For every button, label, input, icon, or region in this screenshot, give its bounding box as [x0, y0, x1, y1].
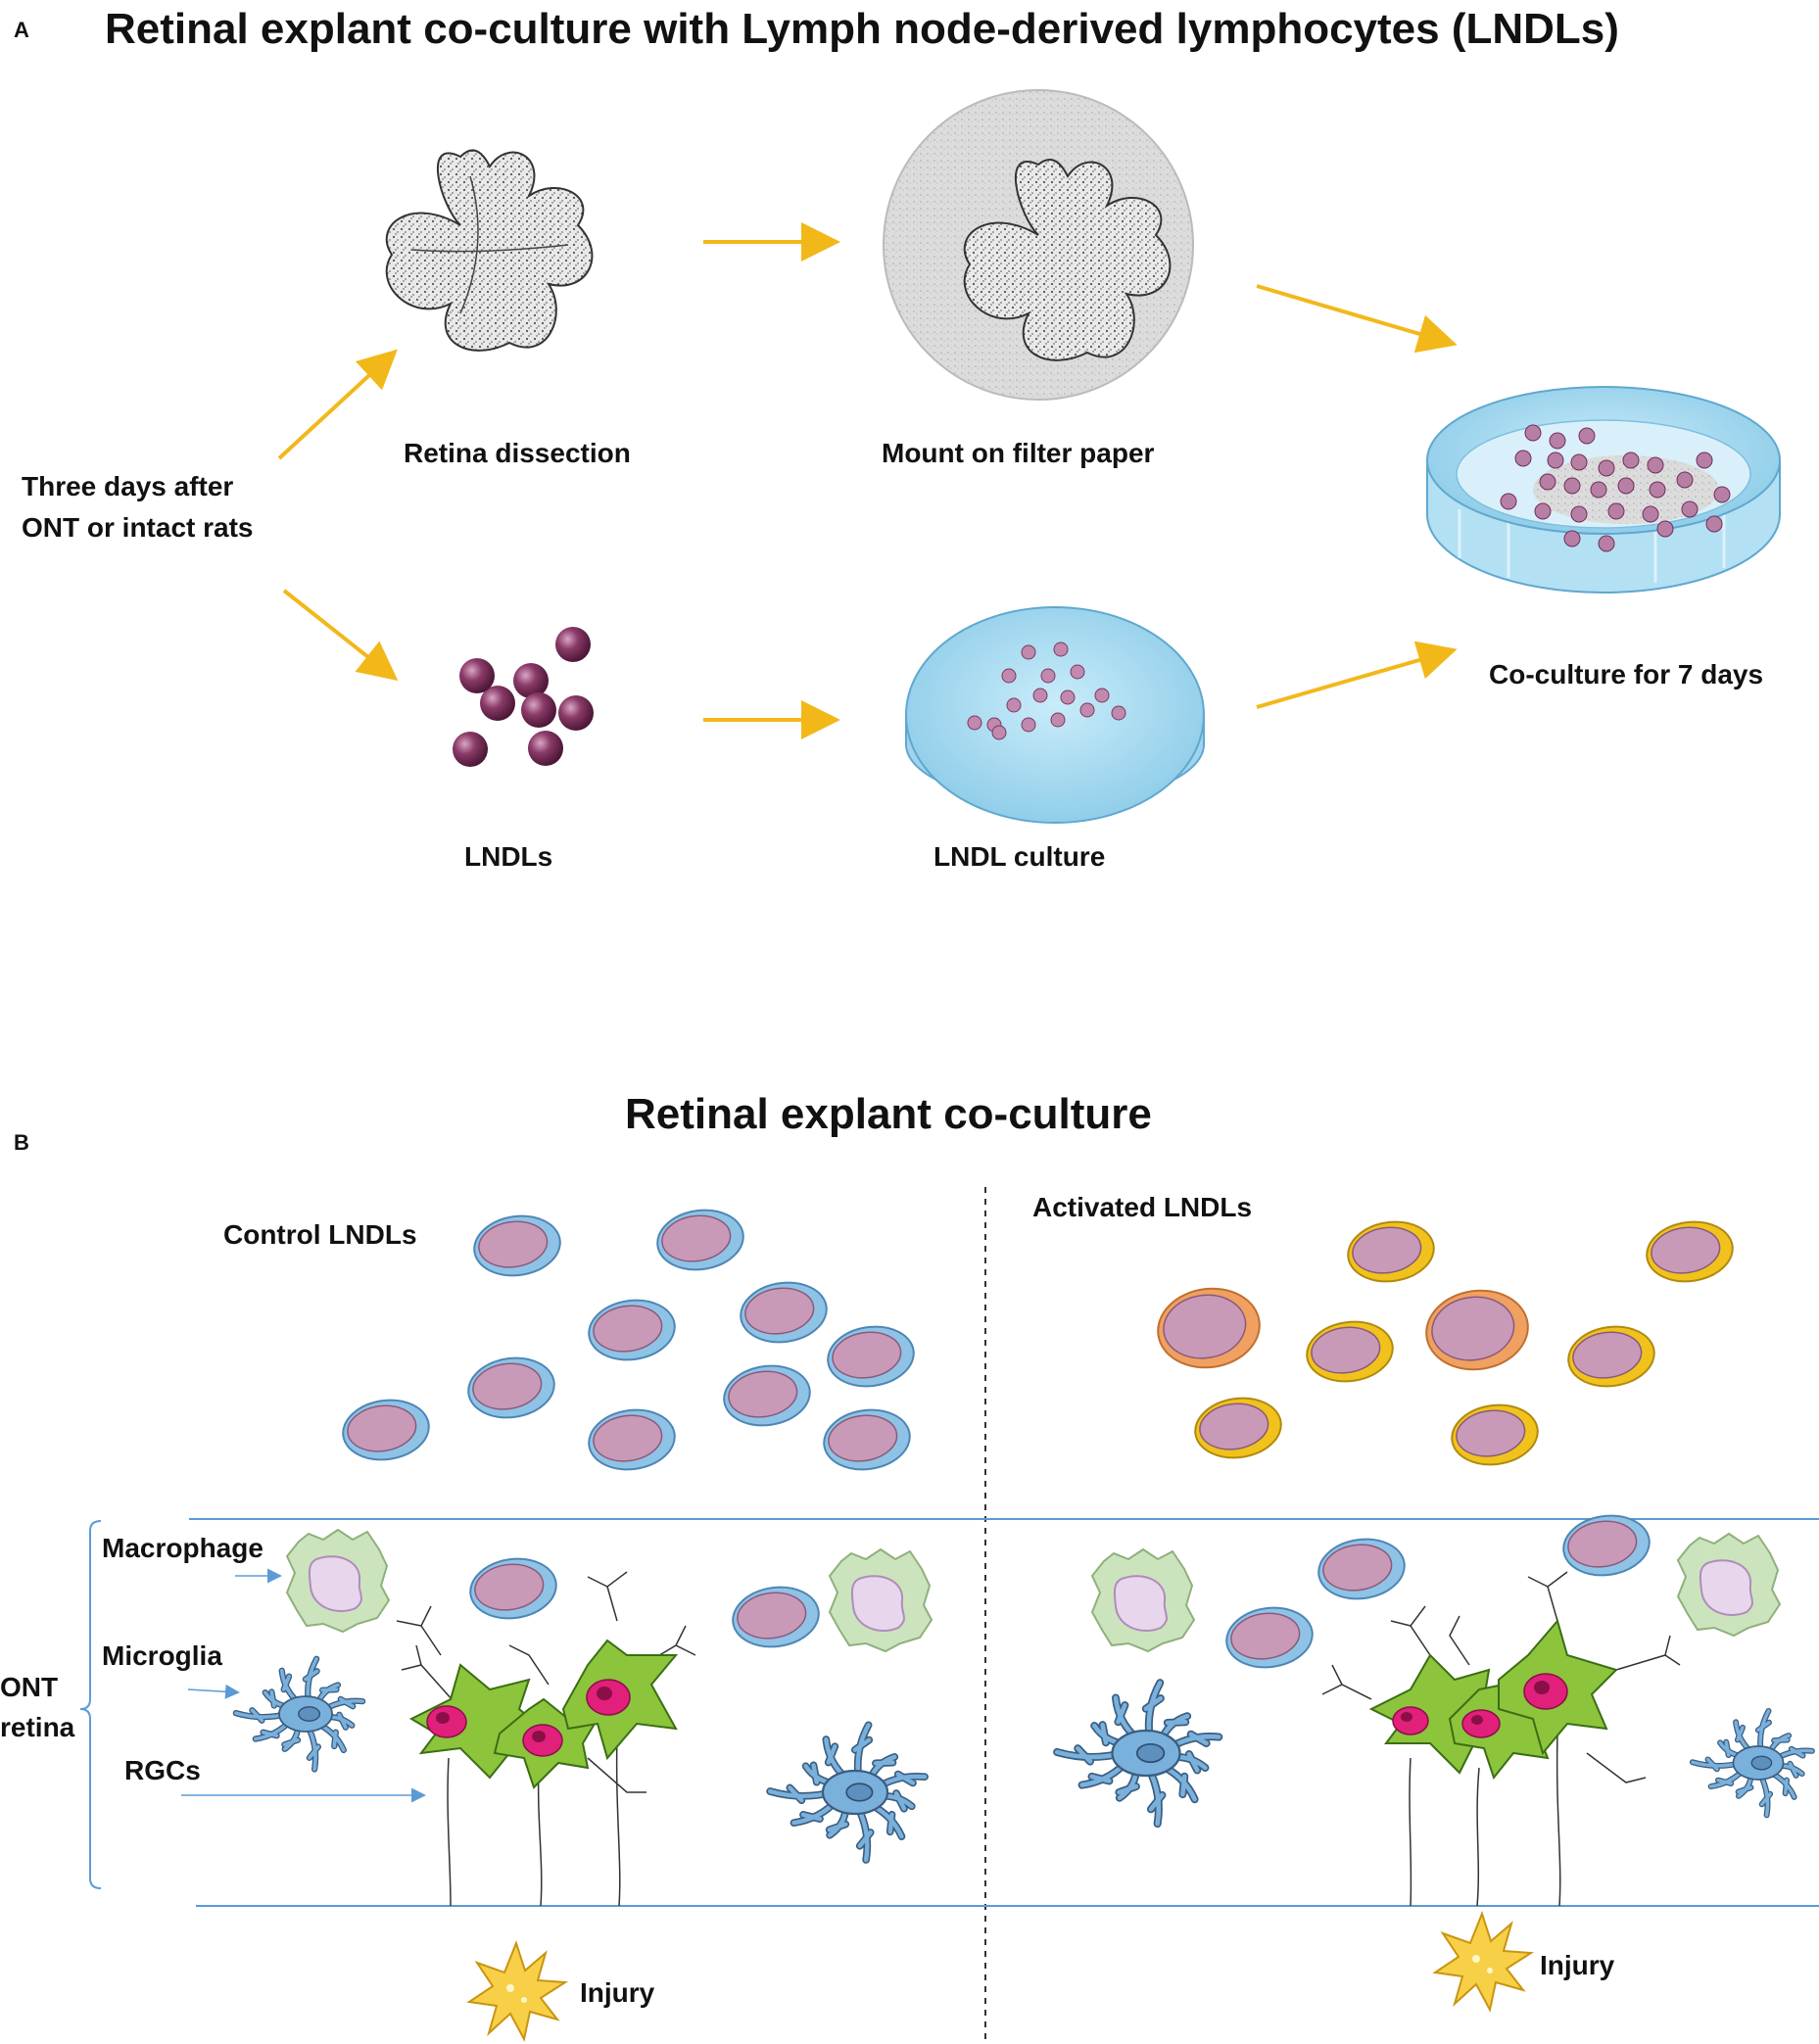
lndl-culture-dish-icon: [905, 606, 1205, 824]
microglia-cells: [232, 1655, 1815, 1864]
microglia-cell: [1053, 1679, 1223, 1829]
rgc-left-group: [396, 1571, 696, 1907]
control-lndl-cell: [827, 1325, 915, 1388]
control-lndl-cell: [1225, 1606, 1314, 1669]
filter-paper-icon: [883, 89, 1194, 401]
lymphocyte-cells: [342, 1209, 1734, 1669]
control-lndl-cell: [588, 1408, 676, 1471]
retina-icon: [385, 149, 594, 352]
control-lndl-cell: [823, 1408, 911, 1471]
control-lndls-label: Control LNDLs: [223, 1219, 417, 1250]
control-lndl-cell: [732, 1586, 820, 1648]
activated-lndl-cell: [1347, 1220, 1435, 1283]
microglia-label: Microglia: [102, 1640, 222, 1671]
control-lndl-cell: [1317, 1538, 1406, 1600]
rgcs-label: RGCs: [124, 1755, 201, 1785]
microglia-cell: [766, 1721, 929, 1864]
start-label-line1: Three days after: [22, 471, 233, 501]
activated-lndl-cell: [1306, 1320, 1394, 1383]
activated-lndl-cell: [1646, 1220, 1734, 1283]
injury-star-right-icon: [1432, 1911, 1535, 2013]
activated-lndl-cell: [1157, 1287, 1261, 1369]
activated-lndl-cell: [1567, 1325, 1655, 1388]
lndls-icon: [453, 627, 594, 767]
arrow-to-retina: [277, 349, 398, 460]
coculture-dish-icon: [1426, 386, 1781, 594]
lndls-label: LNDLs: [464, 841, 552, 872]
activated-lndl-cell: [1425, 1289, 1529, 1371]
ont-label: ONT: [0, 1672, 58, 1702]
macrophage-cells: [285, 1528, 1782, 1653]
retina-dissection-label: Retina dissection: [404, 438, 631, 468]
retina-label: retina: [0, 1712, 75, 1742]
microglia-cell: [232, 1655, 366, 1773]
panel-b-title: Retinal explant co-culture: [625, 1090, 1152, 1138]
panel-a-letter: A: [14, 18, 29, 42]
coculture-label: Co-culture for 7 days: [1489, 659, 1763, 689]
control-lndl-cell: [740, 1281, 828, 1344]
control-lndl-cell: [656, 1209, 744, 1271]
arrow-culture-to-coculture: [1256, 641, 1458, 709]
mount-filter-label: Mount on filter paper: [882, 438, 1155, 468]
ont-retina-bracket: [79, 1520, 102, 1889]
start-label-line2: ONT or intact rats: [22, 512, 253, 543]
panel-b-letter: B: [14, 1130, 29, 1155]
macrophage-label: Macrophage: [102, 1533, 263, 1563]
rgc-right-group: [1321, 1571, 1681, 1907]
injury-left-label: Injury: [580, 1977, 655, 2008]
activated-lndl-cell: [1451, 1403, 1539, 1466]
control-lndl-cell: [1562, 1514, 1651, 1577]
control-lndl-cell: [469, 1557, 557, 1620]
control-lndl-cell: [342, 1399, 430, 1461]
panel-a-arrows: [277, 222, 1458, 739]
arrow-to-lndls: [282, 589, 399, 681]
arrow-filter-to-coculture: [1256, 284, 1458, 354]
control-lndl-cell: [467, 1356, 555, 1419]
control-lndl-cell: [723, 1364, 811, 1427]
microglia-cell: [1689, 1707, 1815, 1819]
control-lndl-cell: [473, 1214, 561, 1277]
activated-lndls-label: Activated LNDLs: [1032, 1192, 1252, 1222]
label-pointer-arrows: [181, 1568, 426, 1803]
activated-lndl-cell: [1194, 1397, 1282, 1459]
panel-a-title: Retinal explant co-culture with Lymph no…: [105, 5, 1619, 53]
lndl-culture-label: LNDL culture: [933, 841, 1105, 872]
control-lndl-cell: [588, 1299, 676, 1361]
injury-star-left-icon: [466, 1940, 569, 2042]
injury-right-label: Injury: [1540, 1950, 1615, 1980]
